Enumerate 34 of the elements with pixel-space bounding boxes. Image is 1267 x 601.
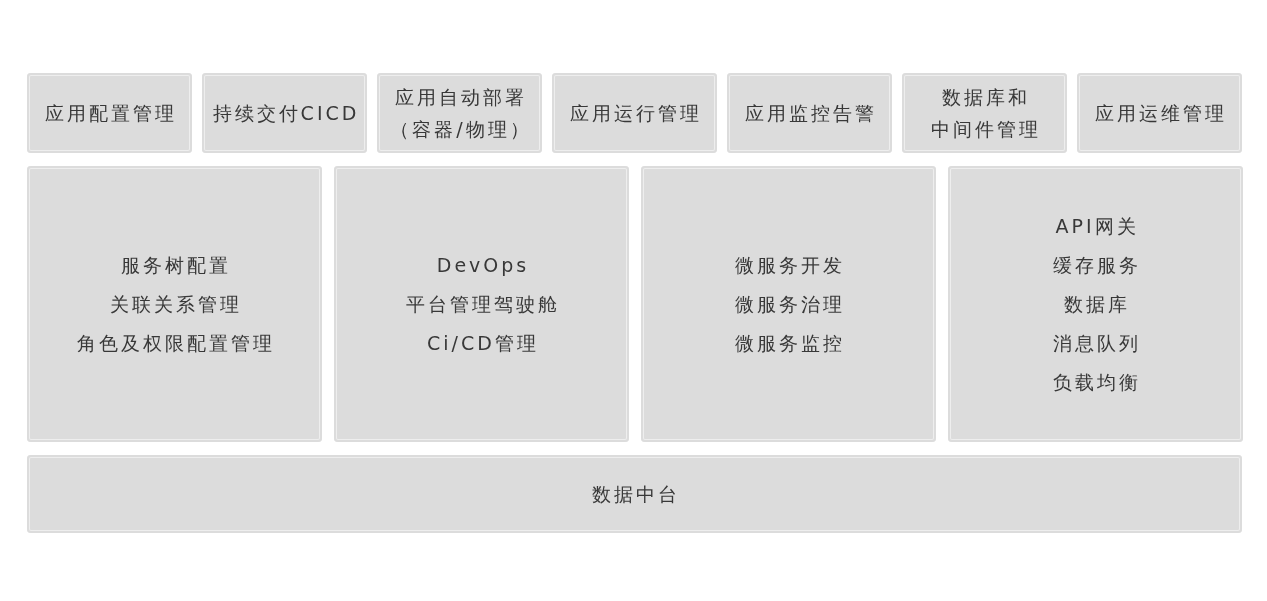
module-label: 持续交付CICD xyxy=(211,101,360,126)
module-box xyxy=(902,73,1067,153)
module-box xyxy=(202,73,367,153)
feature-label: 平台管理驾驶舱 xyxy=(405,291,560,317)
module-box xyxy=(552,73,717,153)
feature-label: DevOps xyxy=(435,252,530,278)
feature-label: 微服务治理 xyxy=(734,291,845,317)
feature-label: 关联关系管理 xyxy=(109,291,242,317)
feature-label: 缓存服务 xyxy=(1052,252,1141,278)
module-panel xyxy=(948,166,1243,442)
module-box xyxy=(377,73,542,153)
feature-label: API网关 xyxy=(1054,213,1139,239)
feature-label: 消息队列 xyxy=(1052,330,1141,356)
module-panel xyxy=(641,166,936,442)
module-panel xyxy=(27,166,322,442)
module-label: 应用配置管理 xyxy=(44,101,177,126)
feature-label: 数据库 xyxy=(1063,291,1130,317)
module-label: 数据库和中间件管理 xyxy=(930,85,1041,142)
module-box xyxy=(27,73,192,153)
feature-label: Ci/CD管理 xyxy=(426,330,539,356)
feature-label: 服务树配置 xyxy=(120,252,231,278)
module-box xyxy=(727,73,892,153)
module-box xyxy=(1077,73,1242,153)
feature-label: 负载均衡 xyxy=(1052,369,1141,395)
platform-label: 数据中台 xyxy=(591,482,680,507)
feature-label: 角色及权限配置管理 xyxy=(76,330,275,356)
platform-bar xyxy=(27,455,1242,533)
module-label: 应用自动部署（容器/物理） xyxy=(389,85,532,142)
feature-label: 微服务开发 xyxy=(734,252,845,278)
module-panel xyxy=(334,166,629,442)
module-label: 应用监控告警 xyxy=(744,101,877,126)
feature-label: 微服务监控 xyxy=(734,330,845,356)
module-label: 应用运行管理 xyxy=(569,101,702,126)
module-label: 应用运维管理 xyxy=(1094,101,1227,126)
